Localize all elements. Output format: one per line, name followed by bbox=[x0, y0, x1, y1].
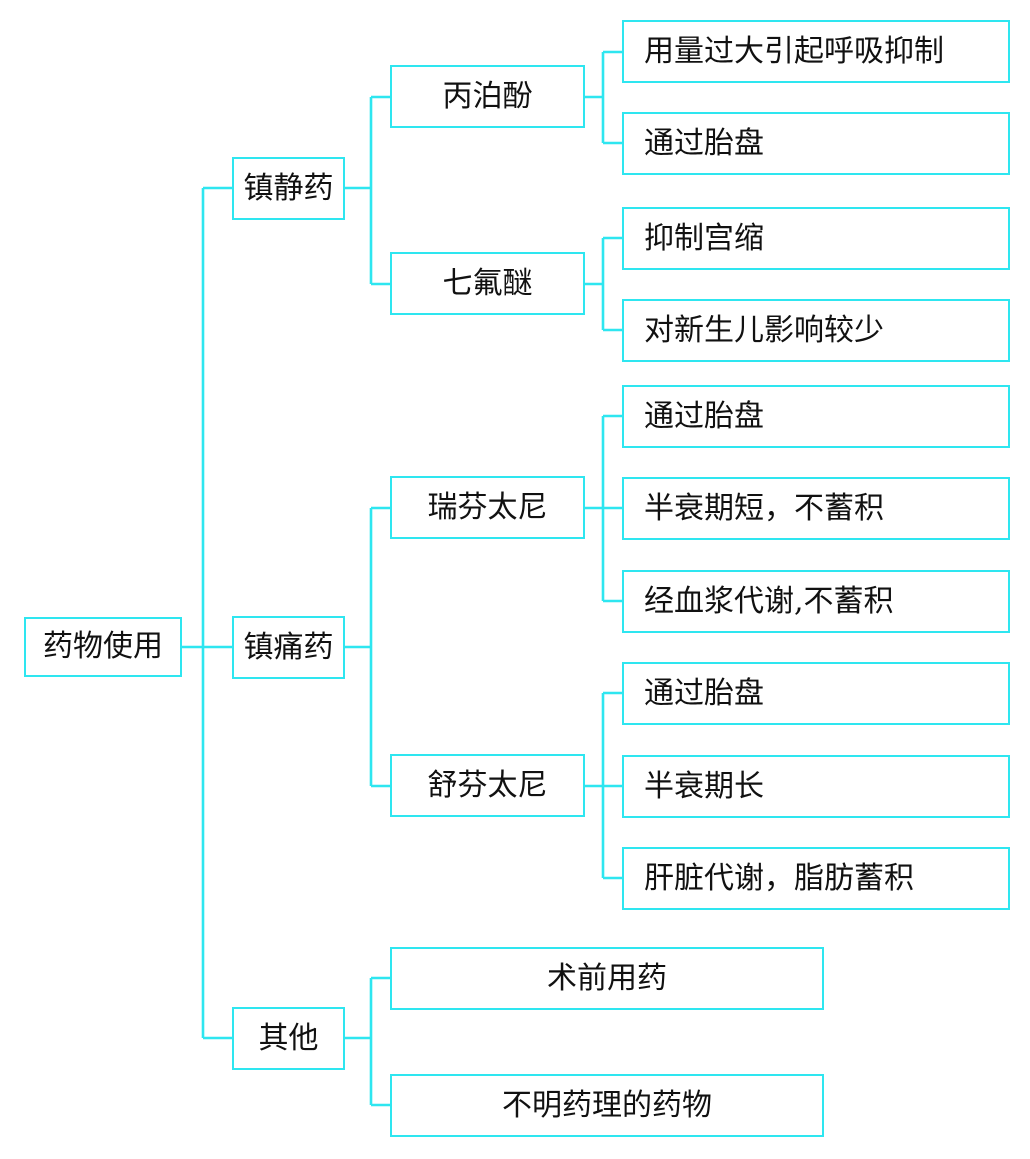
leaf-node[interactable]: 经血浆代谢,不蓄积 bbox=[622, 570, 1010, 633]
branch-node-qita[interactable]: 其他 bbox=[232, 1007, 345, 1070]
leaf-node[interactable]: 不明药理的药物 bbox=[390, 1074, 824, 1137]
sub-label-qifumi: 七氟醚 bbox=[442, 265, 533, 301]
leaf-node[interactable]: 通过胎盘 bbox=[622, 662, 1010, 725]
leaf-label: 通过胎盘 bbox=[644, 675, 764, 711]
leaf-node[interactable]: 抑制宫缩 bbox=[622, 207, 1010, 270]
leaf-label: 经血浆代谢,不蓄积 bbox=[644, 583, 894, 619]
branch-node-zhenjingyao[interactable]: 镇静药 bbox=[232, 157, 345, 220]
sub-node-qifumi[interactable]: 七氟醚 bbox=[390, 252, 585, 315]
sub-node-ruifentaini[interactable]: 瑞芬太尼 bbox=[390, 476, 585, 539]
leaf-label: 抑制宫缩 bbox=[644, 220, 764, 256]
branch-label-qita: 其他 bbox=[258, 1020, 319, 1056]
leaf-label: 术前用药 bbox=[547, 960, 667, 996]
leaf-node[interactable]: 半衰期长 bbox=[622, 755, 1010, 818]
sub-label-bingbofen: 丙泊酚 bbox=[442, 78, 533, 114]
branch-label-zhentongyao: 镇痛药 bbox=[243, 629, 334, 665]
leaf-node[interactable]: 半衰期短，不蓄积 bbox=[622, 477, 1010, 540]
leaf-label: 半衰期短，不蓄积 bbox=[644, 490, 884, 526]
leaf-label: 对新生儿影响较少 bbox=[644, 312, 884, 348]
leaf-node[interactable]: 术前用药 bbox=[390, 947, 824, 1010]
sub-label-shufentaini: 舒芬太尼 bbox=[427, 767, 548, 803]
root-label: 药物使用 bbox=[43, 629, 163, 664]
leaf-node[interactable]: 用量过大引起呼吸抑制 bbox=[622, 20, 1010, 83]
branch-label-zhenjingyao: 镇静药 bbox=[243, 170, 334, 206]
leaf-label: 不明药理的药物 bbox=[502, 1087, 712, 1123]
leaf-node[interactable]: 肝脏代谢，脂肪蓄积 bbox=[622, 847, 1010, 910]
leaf-node[interactable]: 通过胎盘 bbox=[622, 112, 1010, 175]
leaf-node[interactable]: 通过胎盘 bbox=[622, 385, 1010, 448]
leaf-node[interactable]: 对新生儿影响较少 bbox=[622, 299, 1010, 362]
sub-node-bingbofen[interactable]: 丙泊酚 bbox=[390, 65, 585, 128]
leaf-label: 通过胎盘 bbox=[644, 125, 764, 161]
branch-node-zhentongyao[interactable]: 镇痛药 bbox=[232, 616, 345, 679]
sub-node-shufentaini[interactable]: 舒芬太尼 bbox=[390, 754, 585, 817]
leaf-label: 半衰期长 bbox=[644, 768, 764, 804]
leaf-label: 用量过大引起呼吸抑制 bbox=[644, 33, 944, 69]
sub-label-ruifentaini: 瑞芬太尼 bbox=[427, 489, 548, 525]
leaf-label: 通过胎盘 bbox=[644, 398, 764, 434]
root-node[interactable]: 药物使用 bbox=[24, 617, 182, 677]
leaf-label: 肝脏代谢，脂肪蓄积 bbox=[644, 860, 914, 896]
